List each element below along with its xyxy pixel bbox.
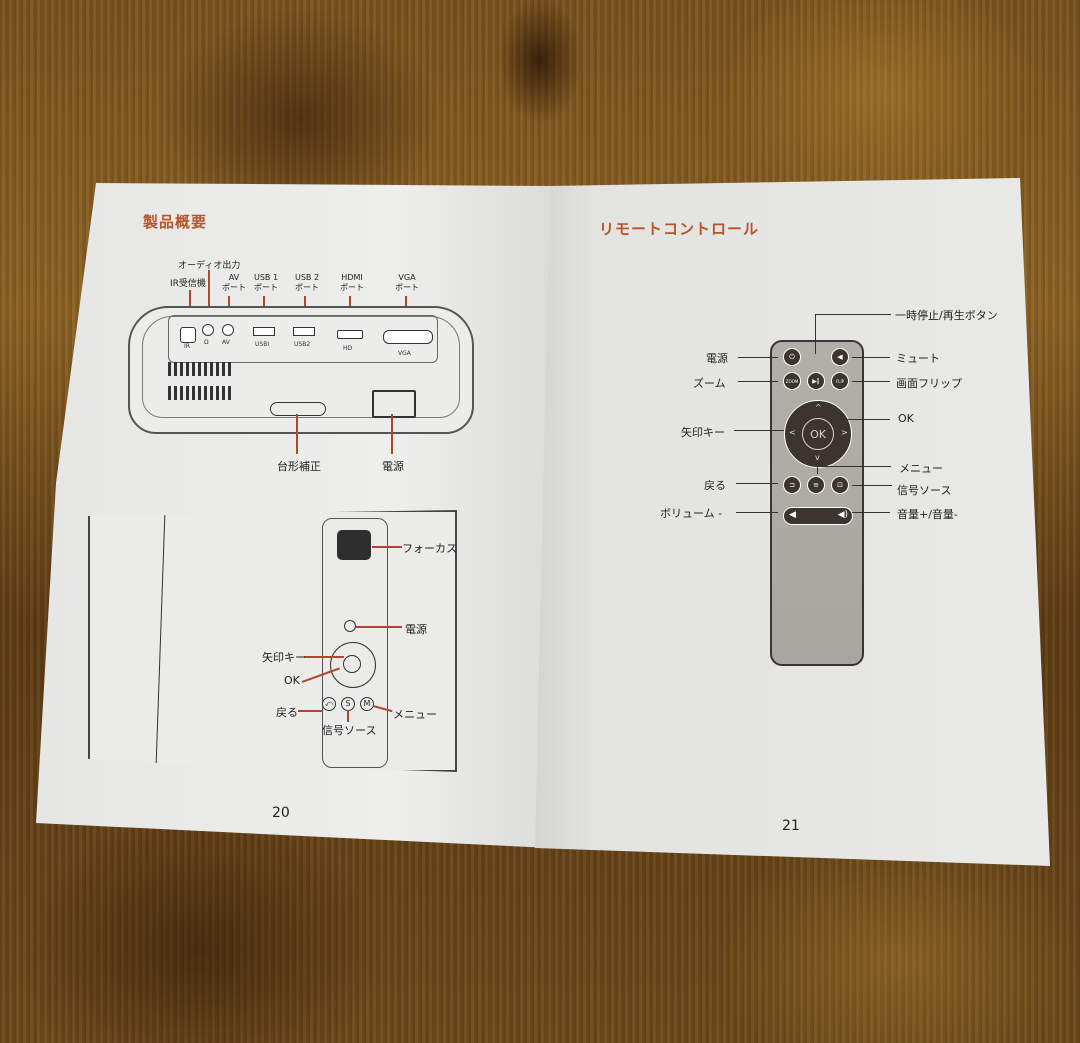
right-arrow-icon: > bbox=[841, 428, 848, 437]
usb1-marking: USBI bbox=[255, 341, 270, 348]
label-ir-receiver: IR受信機 bbox=[170, 279, 206, 289]
av-marking: AV bbox=[222, 339, 230, 346]
remote-back-button: ⊐ bbox=[783, 476, 801, 494]
keystone-slider bbox=[270, 402, 326, 416]
label-zoom: ズーム bbox=[693, 377, 726, 390]
page-number-right: 21 bbox=[782, 818, 800, 834]
remote-play-pause-button: ▶‖ bbox=[807, 372, 825, 390]
remote-source-button: ⊡ bbox=[831, 476, 849, 494]
usb1-port bbox=[253, 327, 275, 336]
label-focus: フォーカス bbox=[402, 542, 457, 555]
speaker-icon: ◀ bbox=[837, 353, 843, 361]
label-volume-minus: ボリューム - bbox=[660, 507, 723, 520]
remote-mute-button: ◀ bbox=[831, 348, 849, 366]
panel-dpad bbox=[330, 642, 376, 688]
remote-power-button: ⏻ bbox=[783, 348, 801, 366]
projector-top-diagram bbox=[88, 510, 457, 772]
panel-power-button bbox=[344, 620, 356, 632]
remote-menu-button: ≡ bbox=[807, 476, 825, 494]
page-title-remote-control: リモートコントロール bbox=[599, 220, 760, 238]
remote-flip-button: FLIP bbox=[831, 372, 849, 390]
remote-control-diagram: ⏻ ◀ ZOOM ▶‖ FLIP ^ v < > OK ⊐ ≡ ⊡ ◀ ◀) bbox=[770, 340, 864, 666]
left-arrow-icon: < bbox=[789, 428, 796, 437]
focus-wheel bbox=[337, 530, 371, 560]
page-number-left: 20 bbox=[272, 805, 290, 821]
remote-volume-rocker: ◀ ◀) bbox=[783, 507, 853, 525]
label-remote-back: 戻る bbox=[704, 479, 726, 492]
page-title-product-overview: 製品概要 bbox=[143, 213, 208, 231]
panel-ok-button bbox=[343, 655, 361, 673]
label-mute: ミュート bbox=[896, 352, 940, 365]
label-panel-ok: OK bbox=[284, 674, 300, 687]
label-remote-ok: OK bbox=[898, 412, 914, 425]
volume-up-icon: ◀) bbox=[837, 510, 848, 520]
usb2-port bbox=[293, 327, 315, 336]
vga-marking: VGA bbox=[398, 350, 411, 357]
remote-ok-button: OK bbox=[802, 418, 834, 450]
usb2-marking: USB2 bbox=[294, 341, 311, 348]
label-remote-power: 電源 bbox=[706, 352, 728, 365]
power-socket bbox=[372, 390, 416, 418]
label-panel-power: 電源 bbox=[405, 623, 427, 636]
volume-down-icon: ◀ bbox=[789, 510, 796, 520]
label-panel-menu: メニュー bbox=[393, 708, 437, 721]
up-arrow-icon: ^ bbox=[815, 403, 822, 412]
ir-port bbox=[180, 327, 196, 343]
label-rear-power: 電源 bbox=[382, 460, 404, 473]
headphone-marking: Ω bbox=[204, 339, 209, 346]
label-remote-arrow-keys: 矢印キー bbox=[681, 426, 725, 439]
remote-dpad: ^ v < > OK bbox=[784, 400, 852, 468]
hd-marking: HD bbox=[343, 345, 353, 352]
label-panel-back: 戻る bbox=[276, 706, 298, 719]
port-panel bbox=[168, 315, 438, 363]
down-arrow-icon: v bbox=[815, 453, 820, 462]
label-keystone: 台形補正 bbox=[277, 460, 321, 473]
panel-back-button: ⤺ bbox=[322, 697, 336, 711]
label-flip: 画面フリップ bbox=[896, 377, 962, 390]
control-panel bbox=[322, 518, 388, 768]
label-remote-menu: メニュー bbox=[899, 462, 943, 475]
label-volume-plus-minus: 音量+/音量- bbox=[897, 508, 958, 521]
av-jack bbox=[222, 324, 234, 336]
ir-marking: IR bbox=[184, 343, 190, 350]
vga-port bbox=[383, 330, 433, 344]
label-panel-source: 信号ソース bbox=[322, 724, 377, 737]
hdmi-port bbox=[337, 330, 363, 339]
label-panel-arrow-keys: 矢印キー bbox=[262, 651, 306, 664]
panel-menu-button: M bbox=[360, 697, 374, 711]
audio-jack bbox=[202, 324, 214, 336]
label-remote-source: 信号ソース bbox=[897, 484, 952, 497]
panel-source-button: S bbox=[341, 697, 355, 711]
label-audio-out: オーディオ出力 bbox=[178, 261, 241, 271]
label-pause-play: 一時停止/再生ボタン bbox=[895, 309, 998, 322]
remote-zoom-button: ZOOM bbox=[783, 372, 801, 390]
